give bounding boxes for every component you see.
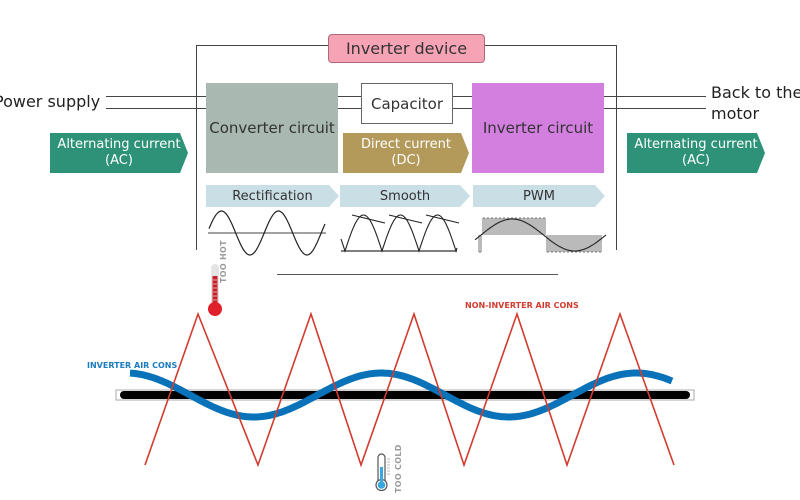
too-hot-label: TOO HOT bbox=[219, 240, 228, 283]
capacitor-label: Capacitor bbox=[370, 94, 444, 113]
stage-rectification-label: Rectification bbox=[232, 188, 313, 204]
thermometer-cold-icon bbox=[375, 453, 390, 492]
thermometer-hot-icon bbox=[208, 264, 222, 316]
power-line-top bbox=[106, 96, 206, 97]
cap-inv-line-top bbox=[452, 96, 472, 97]
ac-output-tag-line2: (AC) bbox=[682, 153, 710, 168]
ac-output-tag: Alternating current (AC) bbox=[627, 133, 765, 173]
motor-line-bottom bbox=[604, 108, 706, 109]
ac-input-tag: Alternating current (AC) bbox=[50, 133, 188, 173]
frame-left bbox=[196, 45, 197, 250]
ac-output-tag-line1: Alternating current bbox=[634, 137, 758, 152]
stage-pwm-label: PWM bbox=[523, 188, 555, 204]
conv-cap-line-top bbox=[338, 96, 361, 97]
section-divider bbox=[277, 274, 558, 275]
power-line-bottom bbox=[106, 108, 206, 109]
inverter-device-title: Inverter device bbox=[328, 34, 485, 63]
inverter-temperature-line bbox=[129, 369, 674, 421]
stage-pwm: PWM bbox=[473, 185, 605, 207]
dc-tag-line2: (DC) bbox=[391, 153, 421, 168]
stage-rectification: Rectification bbox=[206, 185, 339, 207]
motor-label-line1: Back to the bbox=[711, 83, 800, 102]
converter-circuit-block: Converter circuit bbox=[206, 83, 338, 173]
inverter-circuit-label: Inverter circuit bbox=[482, 119, 594, 137]
inverter-device-title-text: Inverter device bbox=[345, 39, 468, 58]
frame-top-left bbox=[196, 45, 329, 46]
non-inverter-air-cons-label: NON-INVERTER AIR CONS bbox=[465, 301, 579, 310]
motor-label-line2: motor bbox=[711, 104, 760, 123]
non-inverter-temperature-line bbox=[144, 311, 675, 468]
motor-line-top bbox=[604, 96, 706, 97]
converter-circuit-label: Converter circuit bbox=[209, 119, 335, 137]
inverter-circuit-block: Inverter circuit bbox=[472, 83, 604, 173]
setpoint-bar bbox=[120, 391, 690, 399]
ac-input-tag-line2: (AC) bbox=[105, 153, 133, 168]
dc-tag-line1: Direct current bbox=[361, 137, 451, 152]
conv-cap-line-bottom bbox=[338, 108, 361, 109]
motor-label: Back to the motor bbox=[711, 82, 800, 124]
cap-inv-line-bottom bbox=[452, 108, 472, 109]
dc-tag: Direct current (DC) bbox=[343, 133, 469, 173]
ac-input-tag-line1: Alternating current bbox=[57, 137, 181, 152]
frame-top-right bbox=[484, 45, 617, 46]
too-cold-label: TOO COLD bbox=[394, 444, 403, 493]
stage-smooth: Smooth bbox=[340, 185, 470, 207]
frame-right bbox=[616, 45, 617, 250]
capacitor-block: Capacitor bbox=[361, 83, 453, 124]
inverter-air-cons-label: INVERTER AIR CONS bbox=[87, 361, 178, 370]
power-supply-label: Power supply bbox=[0, 92, 101, 111]
stage-smooth-label: Smooth bbox=[379, 188, 431, 204]
